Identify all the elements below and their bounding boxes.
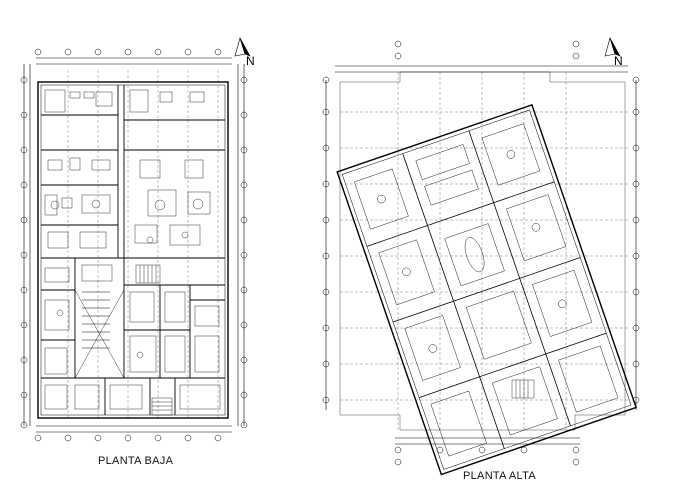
planta-baja-caption: PLANTA BAJA [98, 455, 174, 467]
north-label-alta: N [614, 54, 623, 68]
planta-baja-floor-plan [20, 36, 251, 442]
north-arrow-icon [604, 36, 621, 57]
north-arrow-icon [234, 36, 251, 57]
planta-alta-floor-plan [322, 36, 640, 476]
planta-alta-caption: PLANTA ALTA [463, 470, 536, 482]
north-label-baja: N [246, 54, 255, 68]
